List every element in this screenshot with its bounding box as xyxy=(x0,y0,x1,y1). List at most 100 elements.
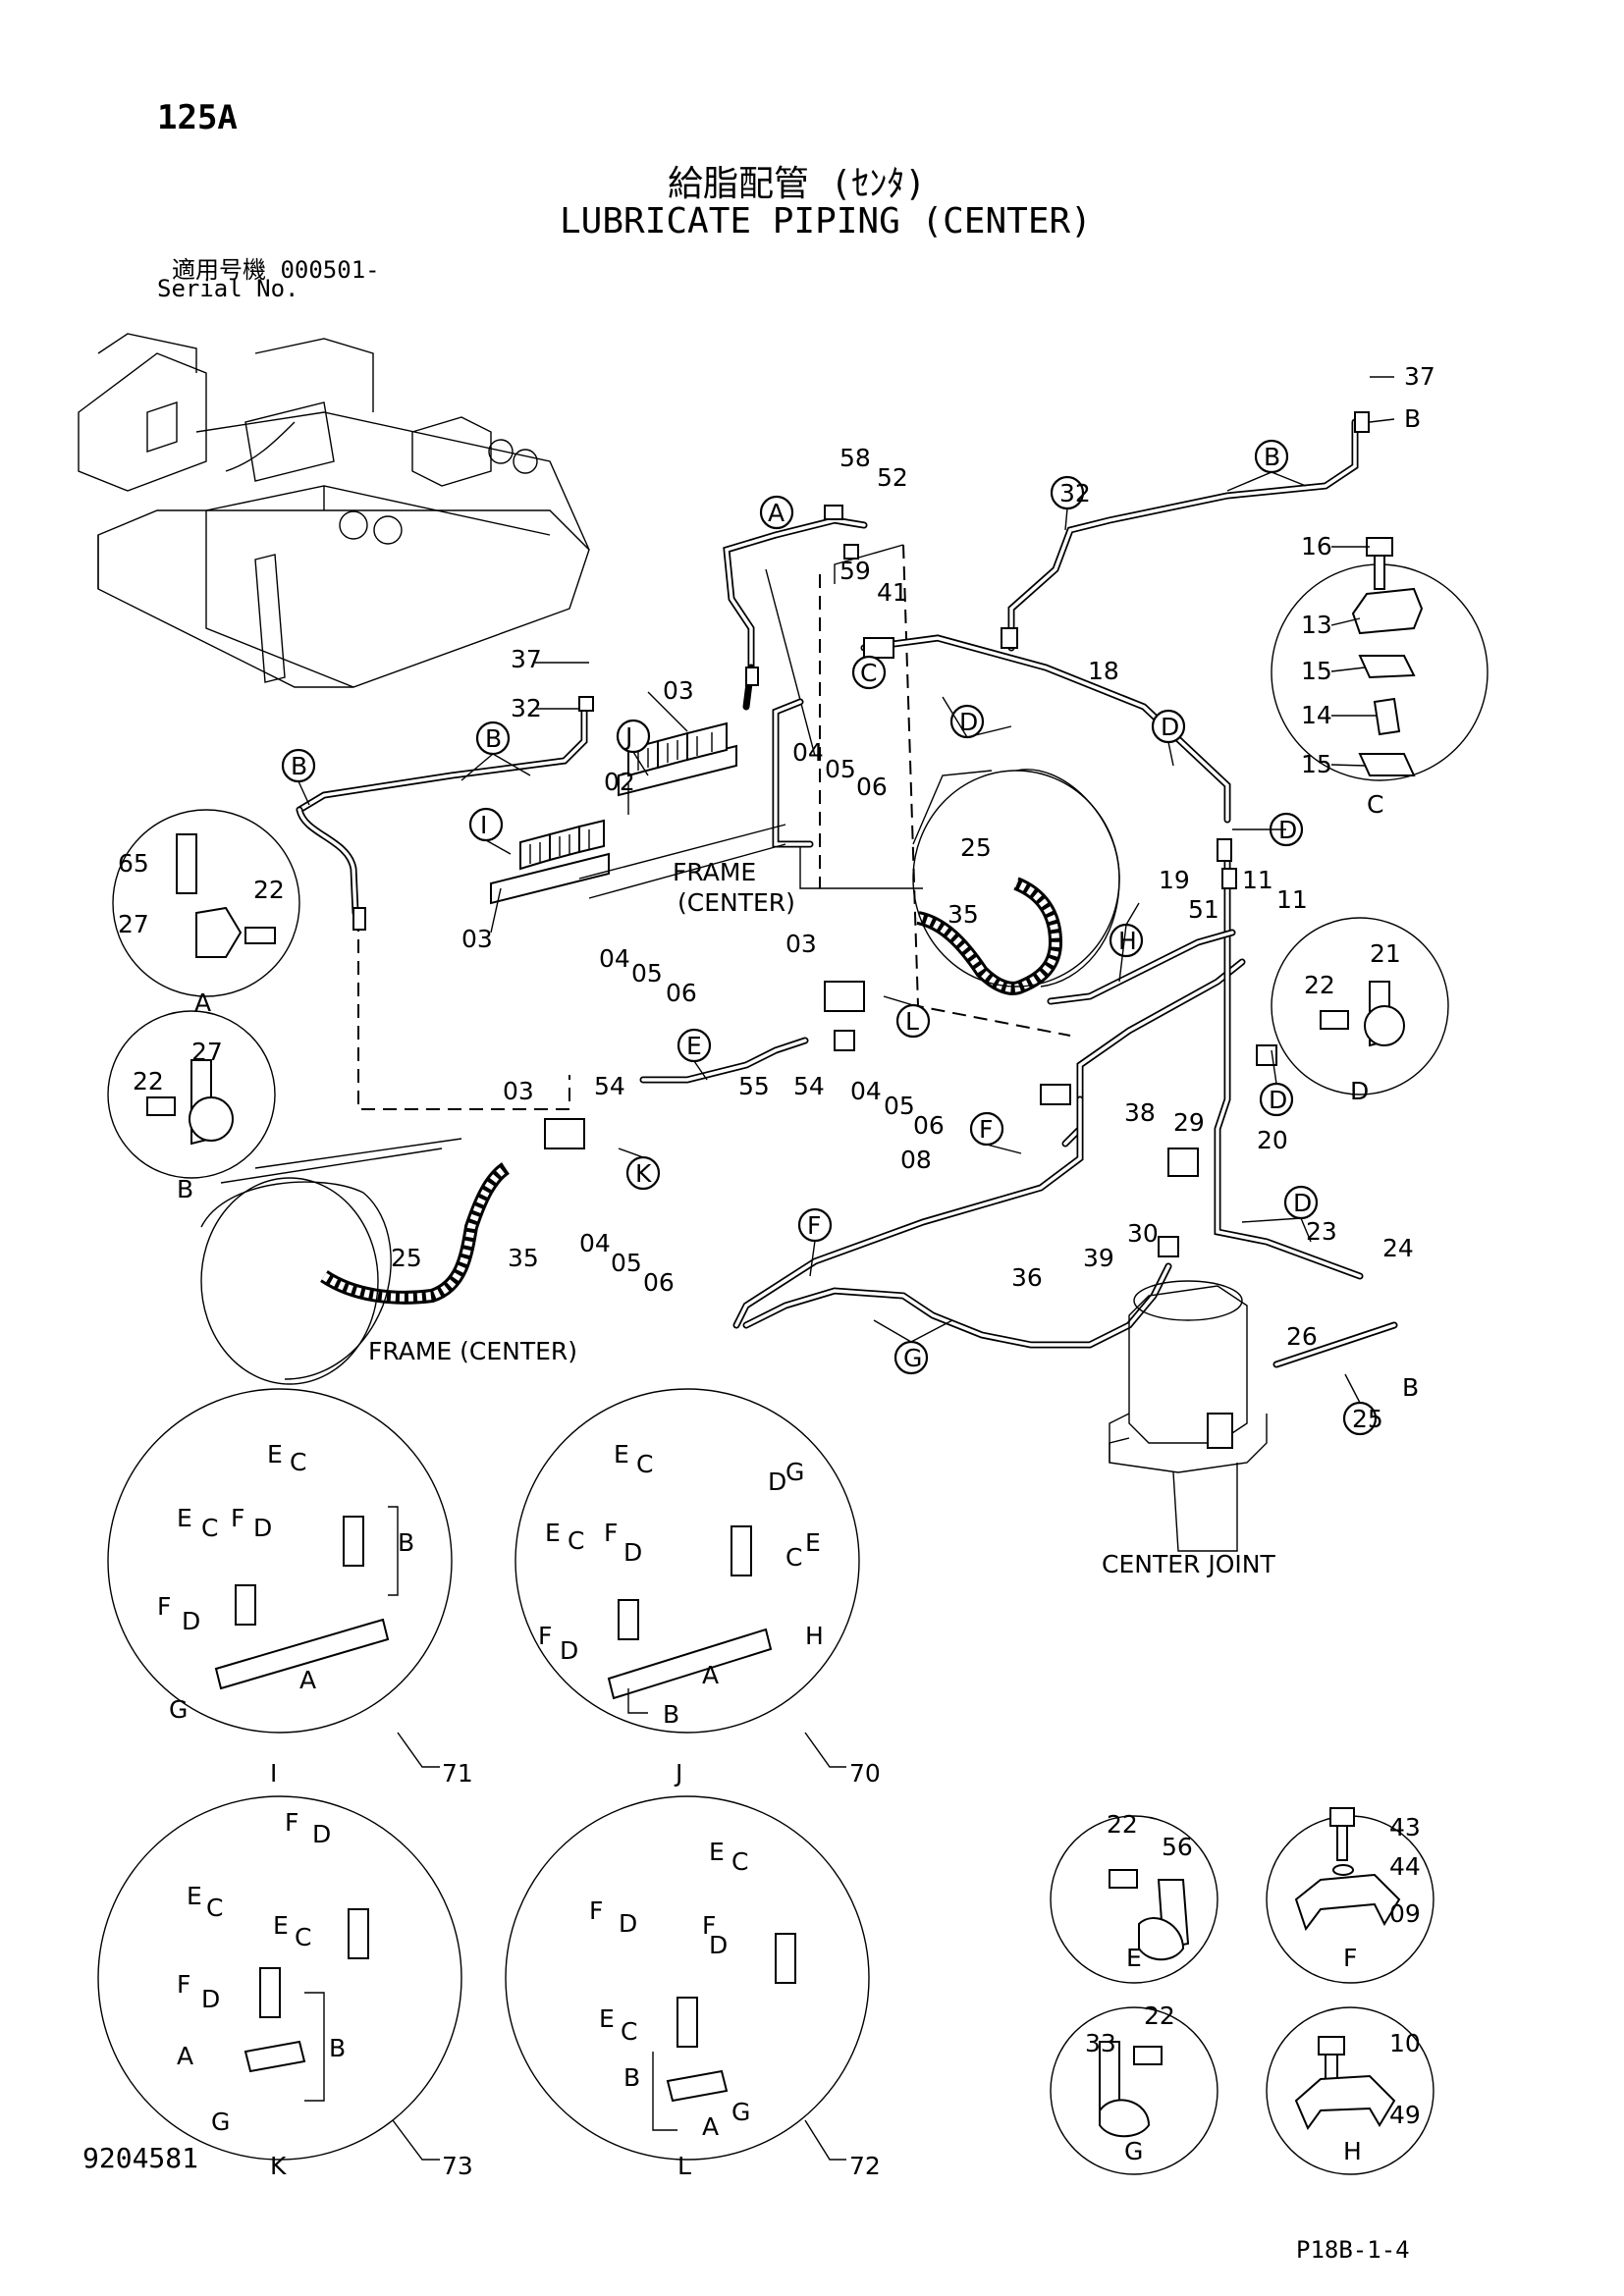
callout-d-5: D xyxy=(1293,1189,1312,1217)
callout-d-3: D xyxy=(1278,816,1297,844)
i-letter-a: A xyxy=(299,1666,316,1694)
k-letter-c2: C xyxy=(295,1923,311,1951)
detail-view-e: 22 56 E xyxy=(1050,1810,1218,1984)
callout-38: 38 xyxy=(1124,1098,1156,1127)
k-view-label: K xyxy=(270,2152,287,2180)
callout-55: 55 xyxy=(738,1072,770,1100)
callout-37-r: 37 xyxy=(1404,362,1435,391)
document-number: 9204581 xyxy=(82,2142,199,2174)
l-part-72: 72 xyxy=(849,2152,881,2180)
callout-58: 58 xyxy=(839,444,871,472)
frame-center-drum-upper xyxy=(912,769,1120,988)
callout-25-b: 25 xyxy=(391,1244,422,1272)
g-view-label: G xyxy=(1124,2137,1143,2165)
frame-center-label-2: (CENTER) xyxy=(677,888,795,917)
callout-c: C xyxy=(860,659,877,687)
callout-06-d: 06 xyxy=(643,1268,675,1297)
l-letter-b: B xyxy=(623,2063,640,2092)
h-part-10: 10 xyxy=(1389,2029,1421,2057)
i-letter-d2: D xyxy=(182,1607,200,1635)
k-letter-a: A xyxy=(177,2042,193,2070)
page-id: 125A xyxy=(157,98,238,137)
c-part-15-b: 15 xyxy=(1301,750,1332,778)
j-view-label: J xyxy=(674,1759,682,1788)
i-letter-g: G xyxy=(169,1695,188,1724)
j-letter-c3: C xyxy=(785,1543,802,1572)
center-joint xyxy=(1109,1280,1268,1552)
i-part-71: 71 xyxy=(442,1759,473,1788)
j-letter-f2: F xyxy=(538,1622,552,1650)
armored-hose-lower xyxy=(320,1162,511,1305)
k-letter-f2: F xyxy=(177,1970,190,1999)
callout-18: 18 xyxy=(1088,657,1119,685)
callout-04-d: 04 xyxy=(579,1229,611,1257)
k-letter-d1: D xyxy=(312,1820,331,1848)
i-letter-d1: D xyxy=(253,1514,272,1542)
callout-b-cj: 25 xyxy=(1352,1405,1383,1433)
frame-center-label-1: FRAME xyxy=(673,858,756,886)
k-letter-d2: D xyxy=(201,1985,220,2013)
callout-54-a: 54 xyxy=(594,1072,625,1100)
callout-d-4: D xyxy=(1269,1086,1287,1114)
l-letter-e2: E xyxy=(599,2004,615,2033)
d-part-21: 21 xyxy=(1370,939,1401,968)
callout-f-1: F xyxy=(979,1115,993,1144)
j-letter-d3: D xyxy=(560,1636,578,1665)
fittings xyxy=(352,411,1370,1257)
i-view-label: I xyxy=(270,1759,277,1788)
callout-08: 08 xyxy=(900,1146,932,1174)
callout-h: H xyxy=(1118,927,1137,955)
callout-b-r1: 32 xyxy=(1059,479,1091,507)
k-letter-e2: E xyxy=(273,1911,289,1940)
i-letter-f1: F xyxy=(231,1504,244,1532)
detail-view-j: B A H E C F D E C D G F D C E J 70 xyxy=(514,1388,881,1788)
k-letter-b: B xyxy=(329,2034,346,2062)
detail-view-b: 27 22 B xyxy=(107,1010,276,1203)
callout-letter-markers: A C B B J I L E K D D D H D D F F G 25 3… xyxy=(281,439,1383,1436)
c-view-label: C xyxy=(1367,790,1383,819)
frame-center-bottom-label: FRAME (CENTER) xyxy=(368,1337,577,1365)
e-part-22: 22 xyxy=(1107,1810,1138,1839)
j-letter-e2: E xyxy=(545,1519,561,1547)
f-part-09: 09 xyxy=(1389,1899,1421,1928)
callout-03-b: 03 xyxy=(461,925,493,953)
f-part-43: 43 xyxy=(1389,1813,1421,1842)
f-view-label: F xyxy=(1343,1944,1357,1972)
callout-37: 37 xyxy=(511,645,542,673)
callout-f-2: F xyxy=(807,1211,821,1240)
callout-24: 24 xyxy=(1382,1234,1414,1262)
j-letter-d1: D xyxy=(623,1538,642,1567)
distributor-block-i xyxy=(490,819,786,905)
callout-l: L xyxy=(905,1007,919,1036)
callout-j: J xyxy=(623,722,632,751)
d-part-22: 22 xyxy=(1304,971,1335,999)
routing-lines xyxy=(357,544,1071,1110)
serial-range-japanese: 適用号機 000501- xyxy=(172,256,380,284)
callout-29: 29 xyxy=(1173,1108,1205,1137)
pipes xyxy=(296,418,1398,1368)
armored-hose-upper xyxy=(916,877,1063,995)
callout-03-d: 03 xyxy=(503,1077,534,1105)
callout-06-b: 06 xyxy=(666,979,697,1007)
j-letter-f1: F xyxy=(604,1519,618,1547)
b-view-label: B xyxy=(177,1175,193,1203)
callout-05-d: 05 xyxy=(611,1249,642,1277)
i-letter-c1: C xyxy=(290,1448,306,1476)
callout-32-r: B xyxy=(1404,404,1421,433)
callout-11-b: 11 xyxy=(1276,885,1308,914)
detail-view-g: 22 33 G xyxy=(1050,2002,1218,2175)
b-part-27: 27 xyxy=(191,1038,223,1066)
callout-30: 30 xyxy=(1127,1219,1159,1248)
a-part-22: 22 xyxy=(253,876,285,904)
b-part-22: 22 xyxy=(133,1067,164,1095)
callout-a: A xyxy=(768,499,785,527)
k-letter-e1: E xyxy=(187,1882,202,1910)
j-letter-d2: D xyxy=(768,1468,786,1496)
j-letter-c2: C xyxy=(568,1526,584,1555)
callout-25-c: B xyxy=(1402,1373,1419,1402)
c-part-16: 16 xyxy=(1301,532,1332,561)
callout-20: 20 xyxy=(1257,1126,1288,1154)
l-view-label: L xyxy=(677,2152,691,2180)
callout-02: 02 xyxy=(604,768,635,796)
k-letter-c1: C xyxy=(206,1894,223,1922)
